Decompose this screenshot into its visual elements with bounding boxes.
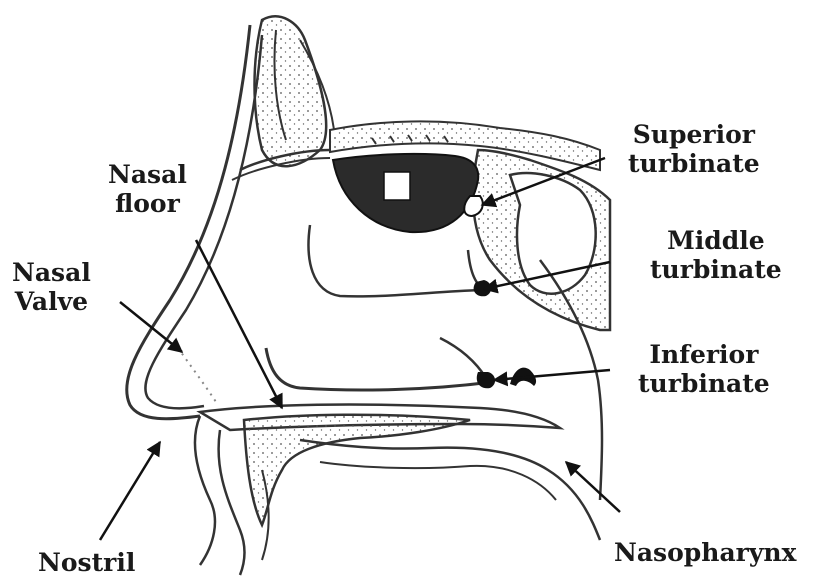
nasal-floor-label-line2: floor [108,189,187,218]
nasal-valve-label-line1: Nasal [12,258,91,287]
inferior-turbinate-label-line1: Inferior [638,340,770,369]
inferior-turbinate-label: Inferior turbinate [638,340,770,398]
middle-turbinate-label: Middle turbinate [650,226,782,284]
superior-turbinate-label: Superior turbinate [628,120,760,178]
nostril-pointer [100,442,160,540]
hard-palate [200,405,560,525]
inferior-turbinate-label-line2: turbinate [638,369,770,398]
middle-turbinate-label-line2: turbinate [650,255,782,284]
sphenoid-sinus [473,150,610,330]
middle-turbinate-label-line1: Middle [650,226,782,255]
nasopharynx-label: Nasopharynx [614,538,796,567]
nasal-valve-label: Nasal Valve [12,258,91,316]
superior-turbinate-shape [333,154,483,232]
inferior-turbinate-pointer [494,370,610,380]
nasopharynx-pointer [566,462,620,512]
nasal-floor-label: Nasal floor [108,160,187,218]
nostril-label: Nostril [38,548,135,577]
nasal-floor-pointer [196,240,282,408]
inferior-turbinate-shape [266,338,536,390]
nasal-valve-pointer [120,302,182,352]
middle-turbinate-shape [309,225,492,296]
frontal-bone [255,16,335,166]
superior-turbinate-label-line2: turbinate [628,149,760,178]
nasal-floor-label-line1: Nasal [108,160,187,189]
nasal-valve-dotted-line [178,348,218,405]
superior-turbinate-label-line1: Superior [628,120,760,149]
nasal-valve-label-line2: Valve [12,287,91,316]
